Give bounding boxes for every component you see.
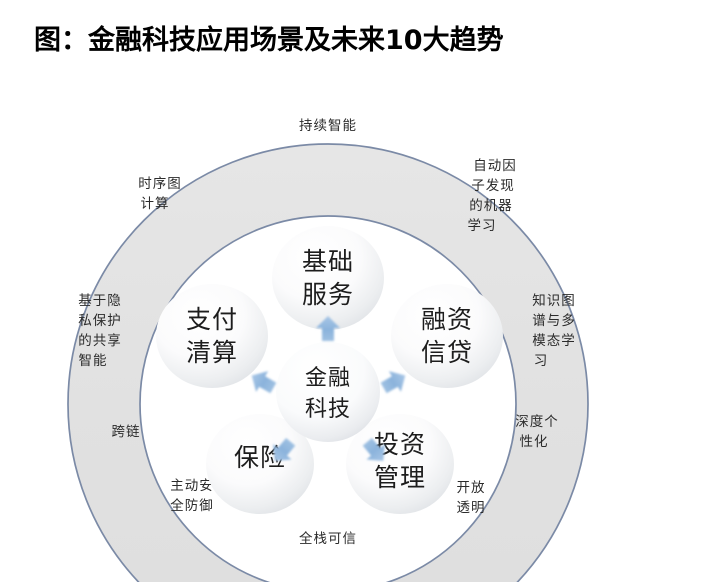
- node-financing-credit[interactable]: 融资 信贷: [391, 284, 503, 388]
- fintech-ring-diagram: 持续智能 自动因 子发现 的机器 学习 知识图 谱与多 模态学 习 深度个 性化…: [0, 74, 721, 582]
- node-label-line1: 支付: [186, 305, 238, 334]
- ring-label-full-stack-trusted: 全栈可信: [299, 530, 357, 547]
- ring-label-text: 谱与多: [532, 312, 576, 329]
- node-label-line1: 基础: [302, 247, 354, 276]
- ring-label-text: 性化: [520, 434, 549, 450]
- ring-label-text: 计算: [141, 196, 170, 212]
- arrow-left-icon: [251, 371, 277, 394]
- arrow-right-icon: [380, 371, 406, 394]
- ring-label-text: 私保护: [78, 313, 122, 329]
- ring-label-text: 全栈可信: [299, 530, 357, 547]
- ring-label-text: 透明: [457, 500, 486, 516]
- node-label-line1: 融资: [421, 305, 473, 334]
- ring-label-text: 主动安: [170, 478, 214, 494]
- node-label-line2: 服务: [302, 280, 354, 309]
- outer-ring-border: [67, 143, 589, 582]
- page-title: 图：金融科技应用场景及未来10大趋势: [34, 25, 504, 56]
- node-basic-service[interactable]: 基础 服务: [272, 226, 384, 330]
- ring-label-text: 全防御: [170, 497, 214, 514]
- ring-label-continuous-intelligence: 持续智能: [299, 118, 357, 134]
- ring-label-text: 模态学: [532, 333, 576, 349]
- ring-label-text: 时序图: [138, 176, 182, 192]
- ring-label-auto-factor-discovery-ml: 自动因 子发现 的机器 学习: [468, 158, 517, 234]
- arrow-down-left-icon: [273, 437, 296, 461]
- ring-label-text: 的机器: [469, 198, 513, 214]
- center-label-line1: 金融: [305, 366, 351, 391]
- ring-label-text: 子发现: [471, 178, 515, 194]
- center-label-line2: 科技: [305, 397, 351, 422]
- node-bubble: [272, 226, 384, 330]
- node-label-line2: 管理: [374, 463, 426, 492]
- ring-label-deep-personalization: 深度个 性化: [515, 414, 559, 450]
- ring-label-text: 自动因: [473, 158, 517, 174]
- node-bubble: [156, 284, 268, 388]
- ring-label-text: 智能: [79, 353, 108, 369]
- ring-label-text: 知识图: [532, 292, 576, 309]
- ring-label-text: 习: [534, 353, 549, 369]
- node-bubble: [391, 284, 503, 388]
- node-label-line2: 清算: [186, 338, 238, 367]
- ring-label-text: 持续智能: [299, 118, 357, 134]
- ring-label-text: 深度个: [515, 414, 559, 430]
- ring-label-text: 开放: [457, 480, 486, 496]
- ring-label-knowledge-graph-multimodal: 知识图 谱与多 模态学 习: [532, 292, 576, 369]
- arrow-down-right-icon: [362, 437, 385, 461]
- center-node-fintech[interactable]: 金融 科技: [276, 342, 380, 442]
- ring-label-privacy-preserving-shared-intelligence: 基于隐 私保护 的共享 智能: [78, 292, 122, 369]
- ring-label-open-transparent: 开放 透明: [457, 480, 486, 516]
- center-bubble: [276, 342, 380, 442]
- arrow-up-icon: [316, 316, 340, 341]
- node-label-line2: 信贷: [421, 338, 473, 367]
- ring-label-cross-chain: 跨链: [112, 424, 141, 440]
- ring-label-temporal-graph-computing: 时序图 计算: [138, 176, 182, 212]
- ring-label-text: 基于隐: [78, 292, 122, 309]
- ring-label-proactive-security-defense: 主动安 全防御: [170, 478, 214, 514]
- ring-label-text: 学习: [468, 218, 497, 234]
- node-bubble: [346, 414, 454, 514]
- ring-label-text: 的共享: [78, 332, 122, 349]
- ring-label-text: 跨链: [112, 424, 141, 440]
- node-payment-settlement[interactable]: 支付 清算: [156, 284, 268, 388]
